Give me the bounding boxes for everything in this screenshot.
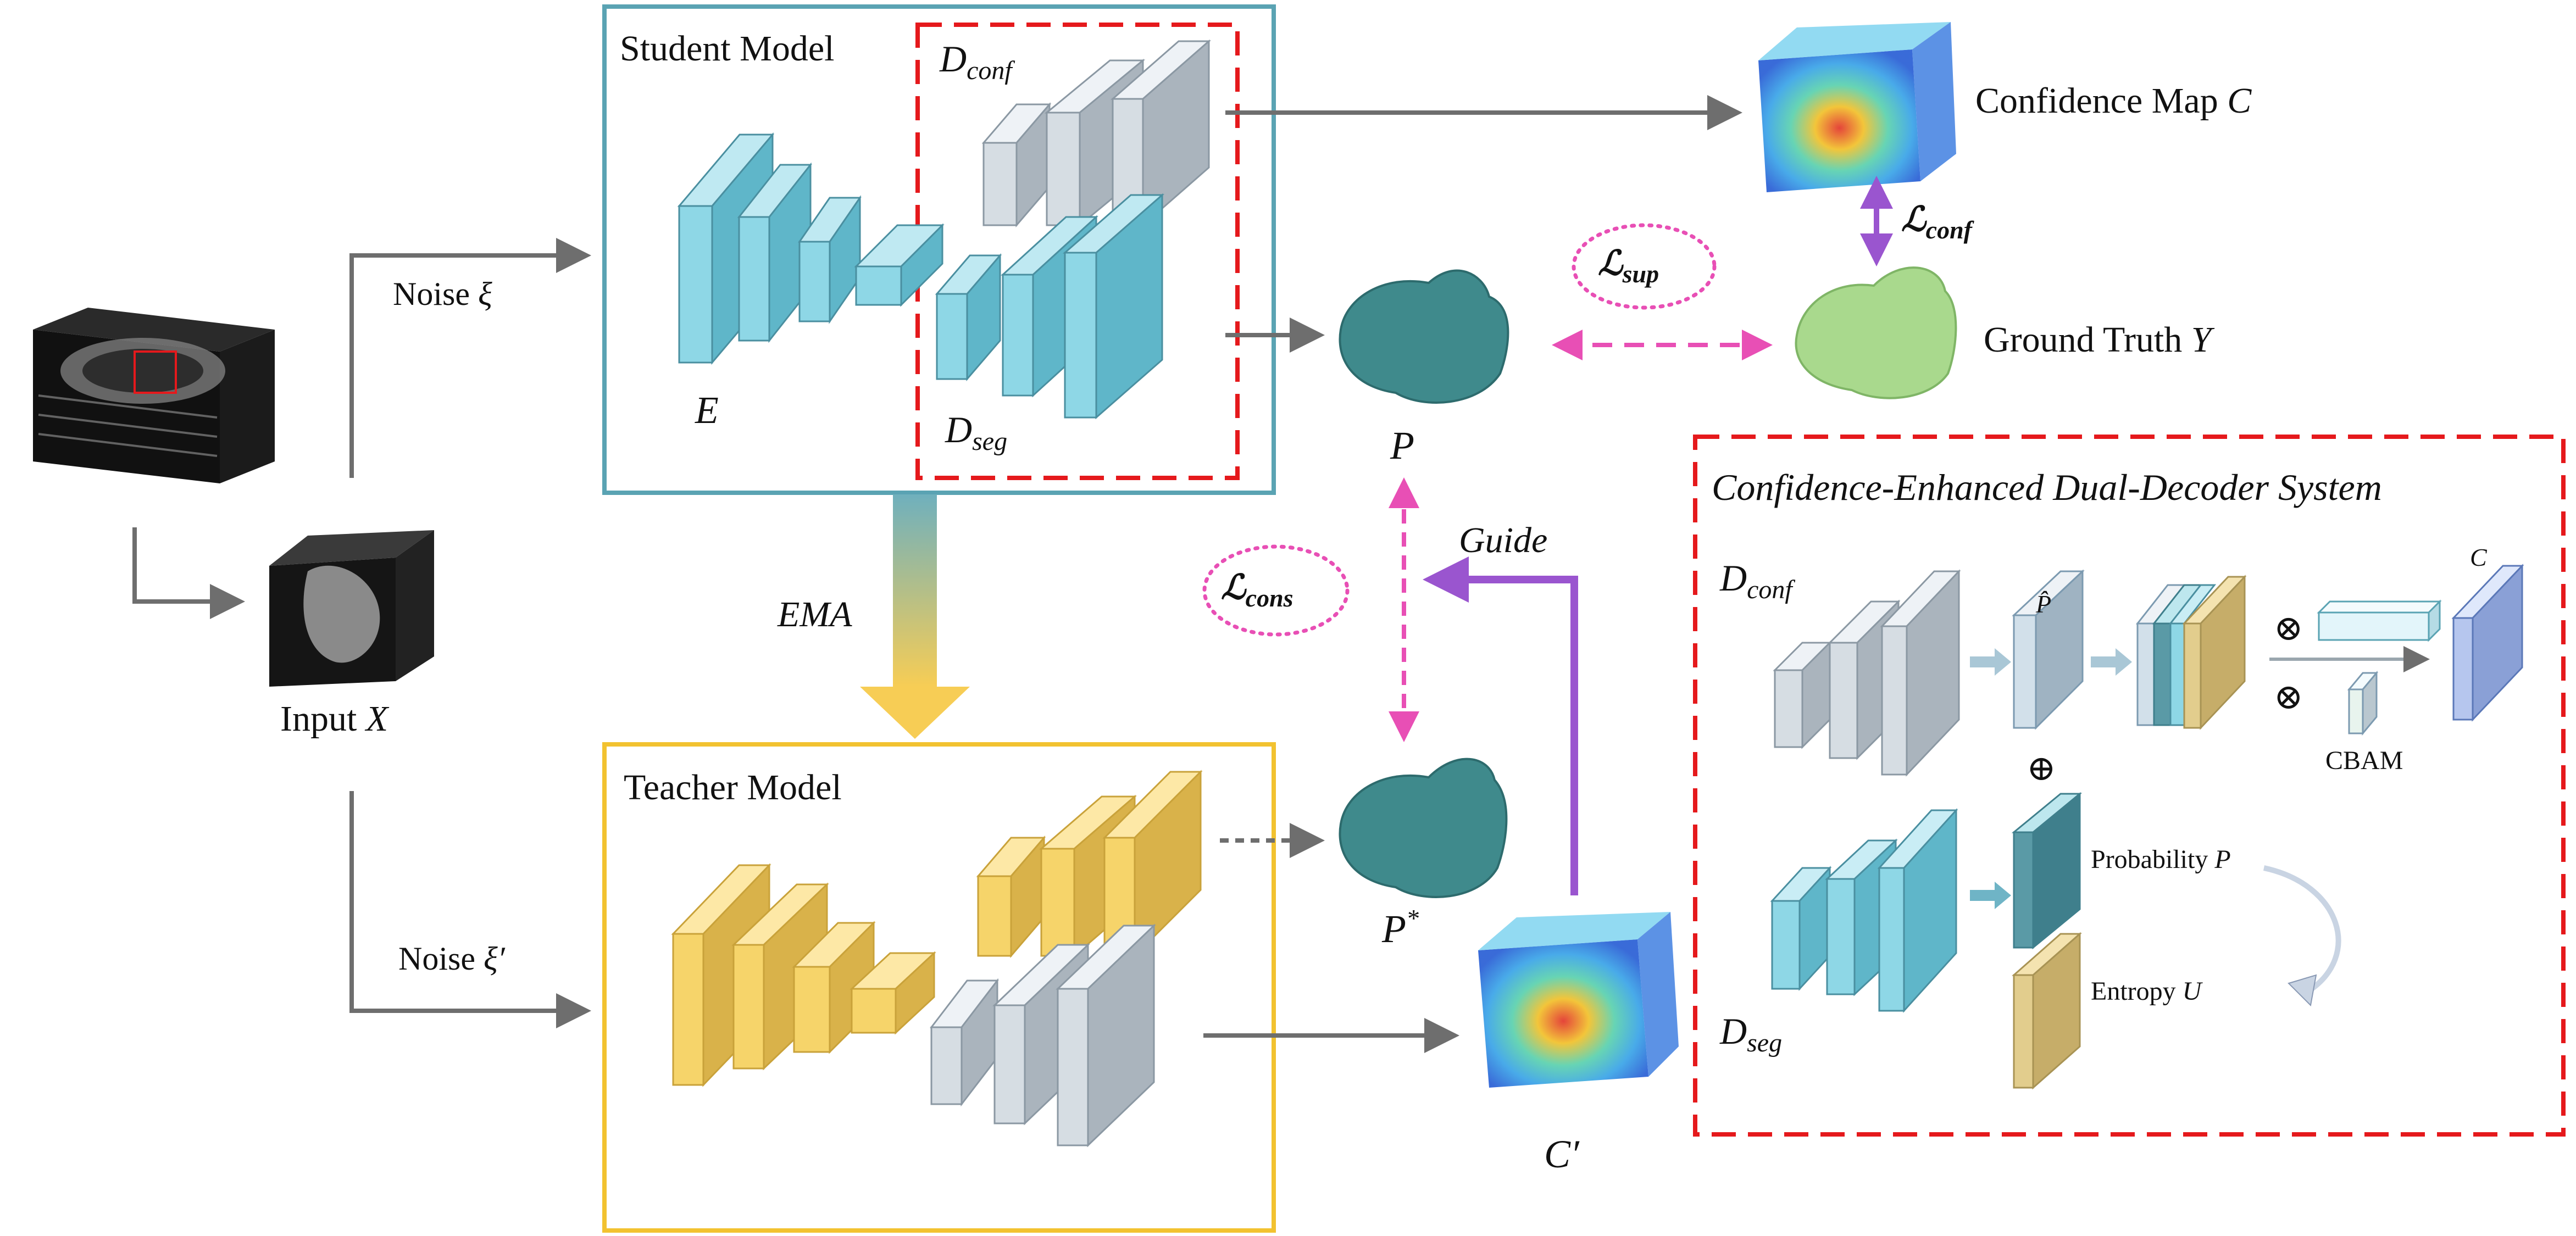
panel-seg-decoder-blocks bbox=[1770, 808, 1958, 1013]
panel-c-label: C bbox=[2470, 543, 2488, 571]
input-crop-patch bbox=[269, 530, 434, 687]
svg-text:⊗: ⊗ bbox=[2274, 609, 2303, 648]
student-conf-decoder bbox=[981, 39, 1211, 228]
panel-otimes-symbols: ⊗ ⊗ bbox=[2274, 609, 2303, 716]
loss-cons-ellipse bbox=[1202, 544, 1350, 637]
svg-text:⊗: ⊗ bbox=[2274, 677, 2303, 716]
loss-sup-ellipse bbox=[1572, 223, 1717, 310]
ema-label: EMA bbox=[777, 594, 852, 634]
student-encoder bbox=[677, 132, 945, 365]
panel-concat-blocks bbox=[2135, 575, 2247, 730]
teacher-seg-decoder bbox=[929, 923, 1156, 1148]
panel-p-hat-block bbox=[2012, 569, 2085, 730]
p-label: P bbox=[1390, 424, 1414, 467]
c-prime-label: C′ bbox=[1544, 1132, 1580, 1176]
panel-title: Confidence-Enhanced Dual-Decoder System bbox=[1712, 466, 2382, 508]
confidence-map-label: Confidence Map C bbox=[1975, 81, 2252, 121]
panel-cbam-blocks bbox=[2317, 599, 2442, 736]
input-routing-arrows bbox=[132, 238, 591, 1028]
teacher-conf-decoder bbox=[976, 770, 1203, 959]
encoder-label: E bbox=[695, 389, 719, 432]
dual-decoder-panel bbox=[1693, 435, 2566, 1137]
input-ct-volume bbox=[33, 308, 275, 483]
ground-truth-label: Ground Truth Y bbox=[1984, 320, 2215, 360]
prediction-pstar-shape bbox=[1339, 758, 1508, 898]
panel-small-arrows bbox=[1970, 648, 2132, 909]
guide-label: Guide bbox=[1459, 520, 1547, 560]
panel-curved-arrow bbox=[2263, 865, 2341, 994]
panel-dconf-label: Dconf bbox=[1719, 557, 1795, 604]
panel-curved-arrowhead bbox=[2288, 974, 2317, 1007]
student-encoder-block-3 bbox=[798, 195, 862, 324]
noise-teacher-label: Noise ξ′ bbox=[398, 940, 506, 977]
p-hat-label: P̂ bbox=[2035, 590, 2051, 618]
panel-probability-block bbox=[2011, 792, 2083, 950]
panel-entropy-block bbox=[2012, 932, 2082, 1090]
flow-arrows bbox=[1203, 95, 1742, 1053]
panel-dseg-label: Dseg bbox=[1719, 1010, 1782, 1057]
student-model-box bbox=[602, 4, 1276, 495]
ground-truth-shape bbox=[1795, 266, 1957, 399]
confidence-map-student-cube bbox=[1758, 22, 1956, 192]
panel-conf-decoder-blocks bbox=[1773, 569, 1961, 777]
loss-sup-label: ℒsup bbox=[1598, 245, 1659, 288]
conf-decoder-label: Dconf bbox=[939, 38, 1015, 85]
teacher-model-title: Teacher Model bbox=[624, 767, 842, 808]
loss-cons-label: ℒcons bbox=[1221, 569, 1293, 612]
seg-decoder-label: Dseg bbox=[945, 409, 1007, 456]
student-encoder-block-4 bbox=[854, 223, 945, 307]
student-seg-decoder bbox=[935, 193, 1164, 420]
entropy-label: Entropy U bbox=[2091, 977, 2203, 1006]
input-label: Input X bbox=[280, 699, 390, 739]
noise-student-label: Noise ξ bbox=[393, 276, 492, 312]
teacher-encoder bbox=[671, 863, 936, 1087]
loss-conf-label: ℒconf bbox=[1901, 201, 1975, 244]
confidence-map-teacher-cube bbox=[1478, 912, 1679, 1088]
panel-c-block bbox=[2451, 564, 2524, 722]
guide-arrow bbox=[1423, 556, 1578, 895]
probability-label: Probability P bbox=[2091, 845, 2231, 874]
cbam-label: CBAM bbox=[2325, 746, 2403, 775]
teacher-model-box bbox=[602, 742, 1276, 1233]
pstar-label: P* bbox=[1381, 904, 1419, 951]
prediction-p-shape bbox=[1339, 269, 1509, 404]
student-model-title: Student Model bbox=[620, 29, 835, 69]
ema-arrow bbox=[860, 494, 970, 739]
panel-oplus-symbol: ⊕ bbox=[2027, 749, 2056, 788]
